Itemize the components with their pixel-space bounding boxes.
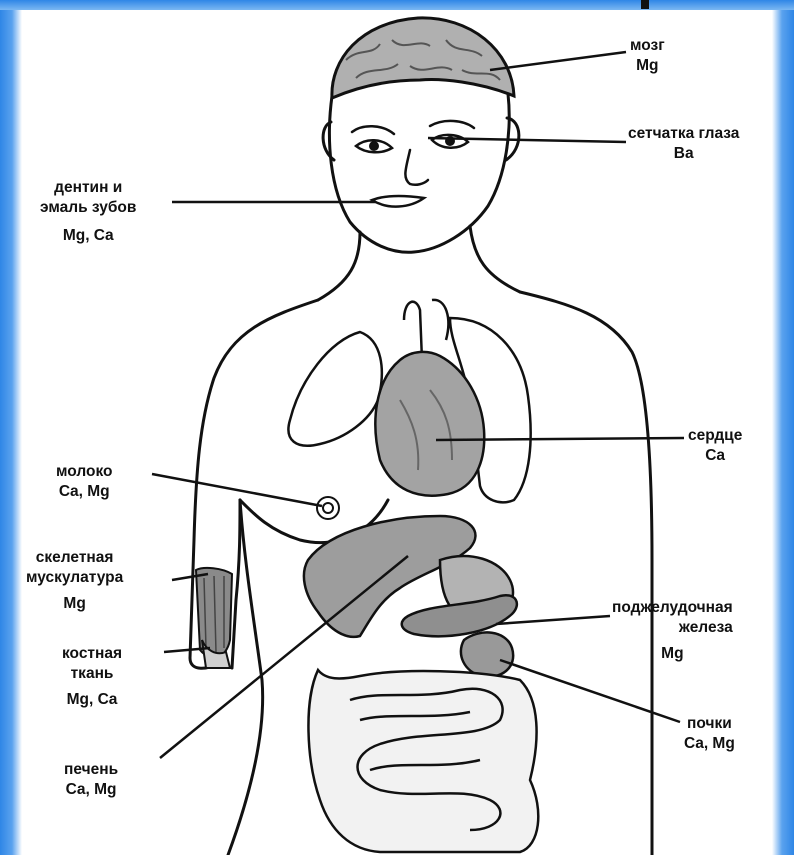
label-brain-name: мозг bbox=[630, 36, 665, 56]
label-heart-name: сердце bbox=[688, 426, 742, 446]
label-teeth: дентин и эмаль зубов Mg, Ca bbox=[40, 178, 136, 246]
label-pancreas-elements: Mg bbox=[612, 644, 733, 664]
label-retina: сетчатка глаза Ba bbox=[628, 124, 739, 164]
label-brain-elements: Mg bbox=[630, 56, 665, 76]
label-heart-elements: Ca bbox=[688, 446, 742, 466]
colon bbox=[308, 670, 538, 852]
label-muscle-line2: мускулатура bbox=[26, 568, 123, 588]
label-bone-elements: Mg, Ca bbox=[62, 690, 122, 710]
label-pancreas-line1: поджелудочная bbox=[612, 598, 733, 618]
label-brain: мозг Mg bbox=[630, 36, 665, 76]
label-pancreas-line2: железа bbox=[612, 618, 733, 638]
label-milk-name: молоко bbox=[56, 462, 112, 482]
label-retina-name: сетчатка глаза bbox=[628, 124, 739, 144]
label-teeth-line2: эмаль зубов bbox=[40, 198, 136, 218]
label-retina-elements: Ba bbox=[628, 144, 739, 164]
label-muscle-elements: Mg bbox=[26, 594, 123, 614]
label-liver: печень Ca, Mg bbox=[64, 760, 118, 800]
nipple-inner bbox=[323, 503, 333, 513]
label-bone-line2: ткань bbox=[62, 664, 122, 684]
label-pancreas: поджелудочная железа Mg bbox=[612, 598, 733, 664]
label-teeth-line1: дентин и bbox=[40, 178, 136, 198]
intestines bbox=[308, 670, 538, 852]
kidney-organ bbox=[461, 632, 513, 676]
left-pupil bbox=[369, 141, 379, 151]
label-milk: молоко Ca, Mg bbox=[56, 462, 112, 502]
label-liver-name: печень bbox=[64, 760, 118, 780]
label-kidneys: почки Ca, Mg bbox=[684, 714, 735, 754]
label-bone-line1: костная bbox=[62, 644, 122, 664]
label-bone: костная ткань Mg, Ca bbox=[62, 644, 122, 710]
label-kidneys-elements: Ca, Mg bbox=[684, 734, 735, 754]
label-kidneys-name: почки bbox=[684, 714, 735, 734]
label-muscle-line1: скелетная bbox=[26, 548, 123, 568]
label-teeth-elements: Mg, Ca bbox=[40, 226, 136, 246]
label-muscle: скелетная мускулатура Mg bbox=[26, 548, 123, 614]
label-liver-elements: Ca, Mg bbox=[64, 780, 118, 800]
label-heart: сердце Ca bbox=[688, 426, 742, 466]
label-milk-elements: Ca, Mg bbox=[56, 482, 112, 502]
